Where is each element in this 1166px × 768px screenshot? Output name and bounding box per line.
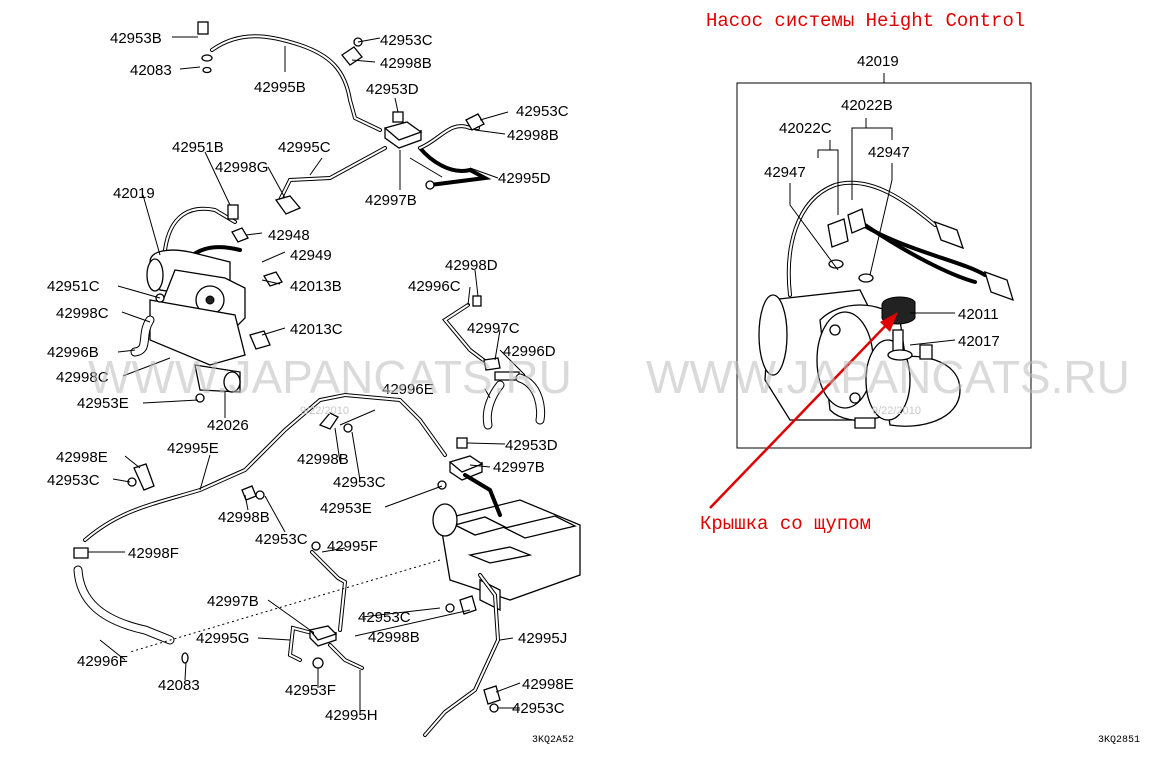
label-42953F[interactable]: 42953F <box>285 682 336 699</box>
label-42998E[interactable]: 42998E <box>522 676 574 693</box>
cap-note: Крышка со щупом <box>700 513 871 535</box>
label-42998B[interactable]: 42998B <box>380 55 432 72</box>
cap-pointer-arrow <box>709 312 898 509</box>
label-42949[interactable]: 42949 <box>290 247 332 264</box>
label-42953B[interactable]: 42953B <box>110 30 162 47</box>
label-42995B[interactable]: 42995B <box>254 79 306 96</box>
label-42998C[interactable]: 42998C <box>56 369 109 386</box>
label-42953C[interactable]: 42953C <box>380 32 433 49</box>
label-42997B[interactable]: 42997B <box>493 459 545 476</box>
label-42997C[interactable]: 42997C <box>467 320 520 337</box>
label-42953C[interactable]: 42953C <box>47 472 100 489</box>
watermark: WWW.JAPANCATS.RU WWW.JAPANCATS.RU 9/22/2… <box>88 351 1130 417</box>
label-42011[interactable]: 42011 <box>958 306 999 323</box>
label-42995G[interactable]: 42995G <box>196 630 249 647</box>
label-42996B[interactable]: 42996B <box>47 344 99 361</box>
diagram-code-left: 3KQ2A52 <box>532 735 574 746</box>
label-42996D[interactable]: 42996D <box>503 343 556 360</box>
label-42026[interactable]: 42026 <box>207 417 249 434</box>
left-assembly-drawing: 42953B 42083 42995B 42953C 42998B 42953D… <box>47 21 581 746</box>
watermark-text-right: WWW.JAPANCATS.RU <box>646 351 1130 403</box>
label-42996F[interactable]: 42996F <box>77 653 128 670</box>
label-42995H[interactable]: 42995H <box>325 707 378 724</box>
label-42953D[interactable]: 42953D <box>366 81 419 98</box>
label-42953C[interactable]: 42953C <box>255 531 308 548</box>
label-42995E[interactable]: 42995E <box>167 440 219 457</box>
label-42948[interactable]: 42948 <box>268 227 310 244</box>
label-42022C[interactable]: 42022C <box>779 120 832 137</box>
label-42017[interactable]: 42017 <box>958 333 1000 350</box>
label-42019[interactable]: 42019 <box>113 185 155 202</box>
label-42995C[interactable]: 42995C <box>278 139 331 156</box>
label-42998B[interactable]: 42998B <box>507 127 559 144</box>
label-42996E[interactable]: 42996E <box>382 381 434 398</box>
label-42953C[interactable]: 42953C <box>333 474 386 491</box>
label-42998B[interactable]: 42998B <box>218 509 270 526</box>
label-42951C[interactable]: 42951C <box>47 278 100 295</box>
label-42998G[interactable]: 42998G <box>215 159 268 176</box>
label-42953C[interactable]: 42953C <box>516 103 569 120</box>
label-42998D[interactable]: 42998D <box>445 257 498 274</box>
label-42995D[interactable]: 42995D <box>498 170 551 187</box>
watermark-date-left: 9/22/2010 <box>300 405 349 417</box>
label-42998F[interactable]: 42998F <box>128 545 179 562</box>
label-42953E[interactable]: 42953E <box>77 395 129 412</box>
pump-title: Насос системы Height Control <box>706 10 1025 32</box>
label-42019-detail[interactable]: 42019 <box>857 53 899 70</box>
label-42947-right[interactable]: 42947 <box>868 144 910 161</box>
right-pump-detail: Насос системы Height Control <box>706 10 1032 449</box>
label-42951B[interactable]: 42951B <box>172 139 224 156</box>
label-42013B[interactable]: 42013B <box>290 278 342 295</box>
label-42996C[interactable]: 42996C <box>408 278 461 295</box>
label-42947-left[interactable]: 42947 <box>764 164 806 181</box>
part-labels-right: 42019 42022B 42022C 42947 42947 42011 42… <box>764 53 1000 350</box>
label-42013C[interactable]: 42013C <box>290 321 343 338</box>
label-42998E[interactable]: 42998E <box>56 449 108 466</box>
label-42953C[interactable]: 42953C <box>512 700 565 717</box>
label-42083[interactable]: 42083 <box>130 62 172 79</box>
label-42998B[interactable]: 42998B <box>368 629 420 646</box>
label-42995F[interactable]: 42995F <box>327 538 378 555</box>
part-labels-left: 42953B 42083 42995B 42953C 42998B 42953D… <box>47 30 574 724</box>
label-42953D[interactable]: 42953D <box>505 437 558 454</box>
diagram-code-right: 3KQ2851 <box>1098 735 1140 746</box>
label-42997B[interactable]: 42997B <box>207 593 259 610</box>
label-42995J[interactable]: 42995J <box>518 630 567 647</box>
label-42997B[interactable]: 42997B <box>365 192 417 209</box>
label-42998C[interactable]: 42998C <box>56 305 109 322</box>
watermark-date-right: 9/22/2010 <box>872 405 921 417</box>
label-42953C[interactable]: 42953C <box>358 609 411 626</box>
label-42953E[interactable]: 42953E <box>320 500 372 517</box>
watermark-text-left: WWW.JAPANCATS.RU <box>88 351 572 403</box>
label-42022B[interactable]: 42022B <box>841 97 893 114</box>
label-42998B[interactable]: 42998B <box>297 451 349 468</box>
label-42083[interactable]: 42083 <box>158 677 200 694</box>
